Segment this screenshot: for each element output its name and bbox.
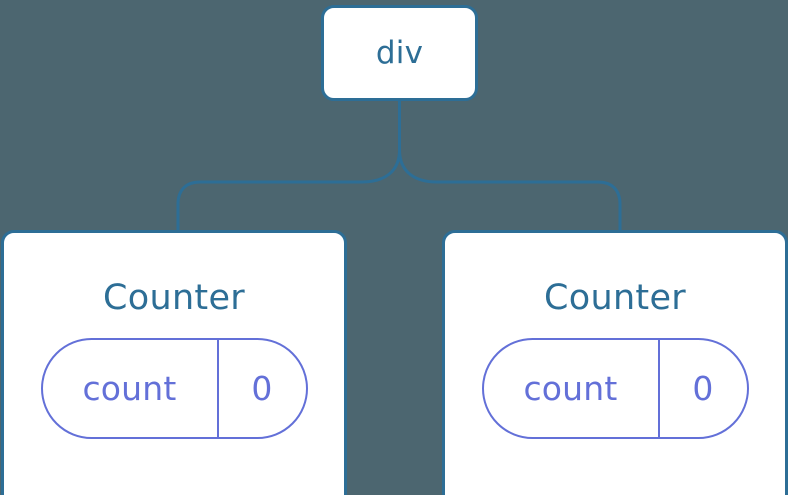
state-key-left: count [43, 340, 219, 437]
state-value-left: 0 [219, 340, 306, 437]
state-key-right: count [484, 340, 660, 437]
node-counter-left-label: Counter [103, 278, 245, 318]
node-counter-right[interactable]: Counter count 0 [442, 230, 788, 495]
state-pill-left[interactable]: count 0 [40, 338, 308, 439]
state-value-right-text: 0 [692, 369, 714, 408]
node-div[interactable]: div [321, 5, 478, 101]
state-key-left-text: count [82, 369, 177, 408]
node-div-label: div [375, 34, 424, 71]
state-value-right: 0 [660, 340, 747, 437]
state-pill-right[interactable]: count 0 [481, 338, 749, 439]
node-counter-right-label: Counter [544, 278, 686, 318]
node-counter-left[interactable]: Counter count 0 [1, 230, 347, 495]
state-value-left-text: 0 [251, 369, 273, 408]
state-key-right-text: count [523, 369, 618, 408]
